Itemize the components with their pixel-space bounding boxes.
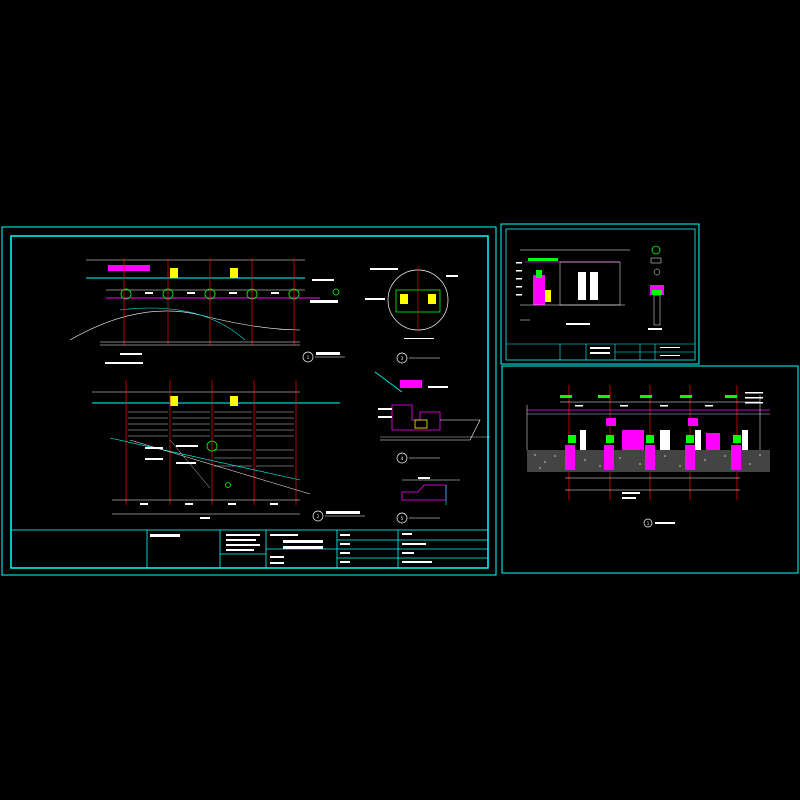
detail-marker-2-label: 2 — [317, 514, 320, 519]
sheet-3-ground-hatch — [527, 445, 770, 472]
detail-marker-4-label: 4 — [401, 456, 404, 461]
sheet-1: 1 3 — [1, 226, 497, 576]
sheet-3-section — [526, 385, 770, 524]
sheet-3-detail-marker-1: 1 — [643, 518, 653, 528]
sheet-2-small-details — [648, 245, 664, 330]
sheet-2-outer-frame — [500, 223, 700, 365]
sheet-2-inner-frame — [505, 228, 696, 361]
sheet-3: 1 — [501, 365, 799, 574]
sheet-2-title-block — [506, 343, 695, 360]
sheet-2-elevation — [516, 249, 630, 325]
sheet-1-title-text — [150, 533, 432, 564]
section-detail-4: 4 — [374, 371, 490, 464]
sheet-1-outer-frame — [1, 226, 497, 576]
detail-marker-3: 3 — [396, 352, 440, 364]
sheet-3-frame — [501, 365, 799, 574]
detail-marker-5-label: 5 — [401, 516, 404, 521]
sheet-3-detail-marker-1-label: 1 — [647, 521, 650, 526]
detail-marker-2: 2 — [312, 510, 365, 522]
plan-1-elevation — [69, 258, 340, 364]
detail-marker-1: 1 — [302, 351, 345, 363]
detail-marker-1-label: 1 — [307, 355, 310, 360]
section-detail-5: 5 — [396, 477, 460, 524]
plan-2-paving — [92, 380, 340, 519]
detail-circle-plan — [365, 266, 458, 339]
sheet-2 — [500, 223, 700, 365]
sheet-1-title-block — [10, 529, 489, 569]
detail-marker-3-label: 3 — [401, 356, 404, 361]
